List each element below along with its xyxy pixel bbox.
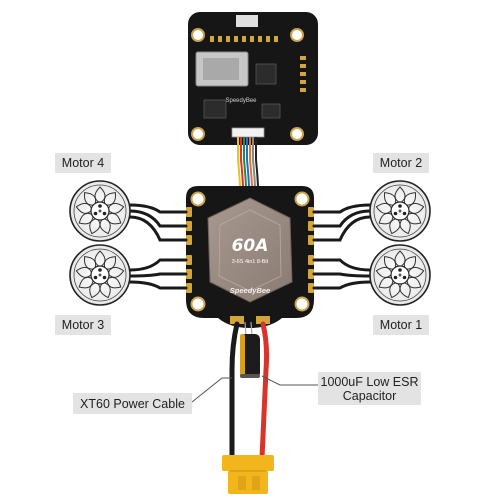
esc-brand-text: SpeedyBee [230, 286, 270, 295]
motor-3-label: Motor 3 [55, 315, 111, 335]
esc-board: 60A 3-6S 4in1 8-Bit SpeedyBee [186, 186, 314, 328]
motor-2-icon [369, 180, 431, 242]
motor-wires [128, 203, 372, 290]
motor-3-icon [69, 244, 131, 306]
capacitor-label: 1000uF Low ESR Capacitor [318, 372, 421, 405]
fc-brand-text: SpeedyBee [225, 98, 257, 104]
fc-esc-connector [231, 127, 265, 138]
esc-motor-pads-right [308, 207, 314, 293]
flight-controller-board: SpeedyBee [188, 12, 318, 145]
capacitor-label-line1: 1000uF Low ESR [320, 374, 419, 389]
motor-1-label: Motor 1 [373, 315, 429, 335]
esc-motor-pads-left [186, 207, 192, 293]
motor-2-label: Motor 2 [373, 153, 429, 173]
ribbon-cable [237, 137, 259, 191]
power-cable-label: XT60 Power Cable [73, 393, 192, 414]
motor-4-icon [69, 180, 131, 242]
capacitor-label-line2: Capacitor [342, 388, 397, 403]
esc-rating-text: 60A [232, 236, 269, 256]
xt60-connector [222, 455, 274, 494]
capacitor [240, 321, 260, 378]
motor-1-icon [369, 244, 431, 306]
leader-lines [191, 375, 318, 403]
esc-spec-text: 3-6S 4in1 8-Bit [232, 259, 269, 265]
power-cables [229, 321, 270, 461]
motor-4-label: Motor 4 [55, 153, 111, 173]
